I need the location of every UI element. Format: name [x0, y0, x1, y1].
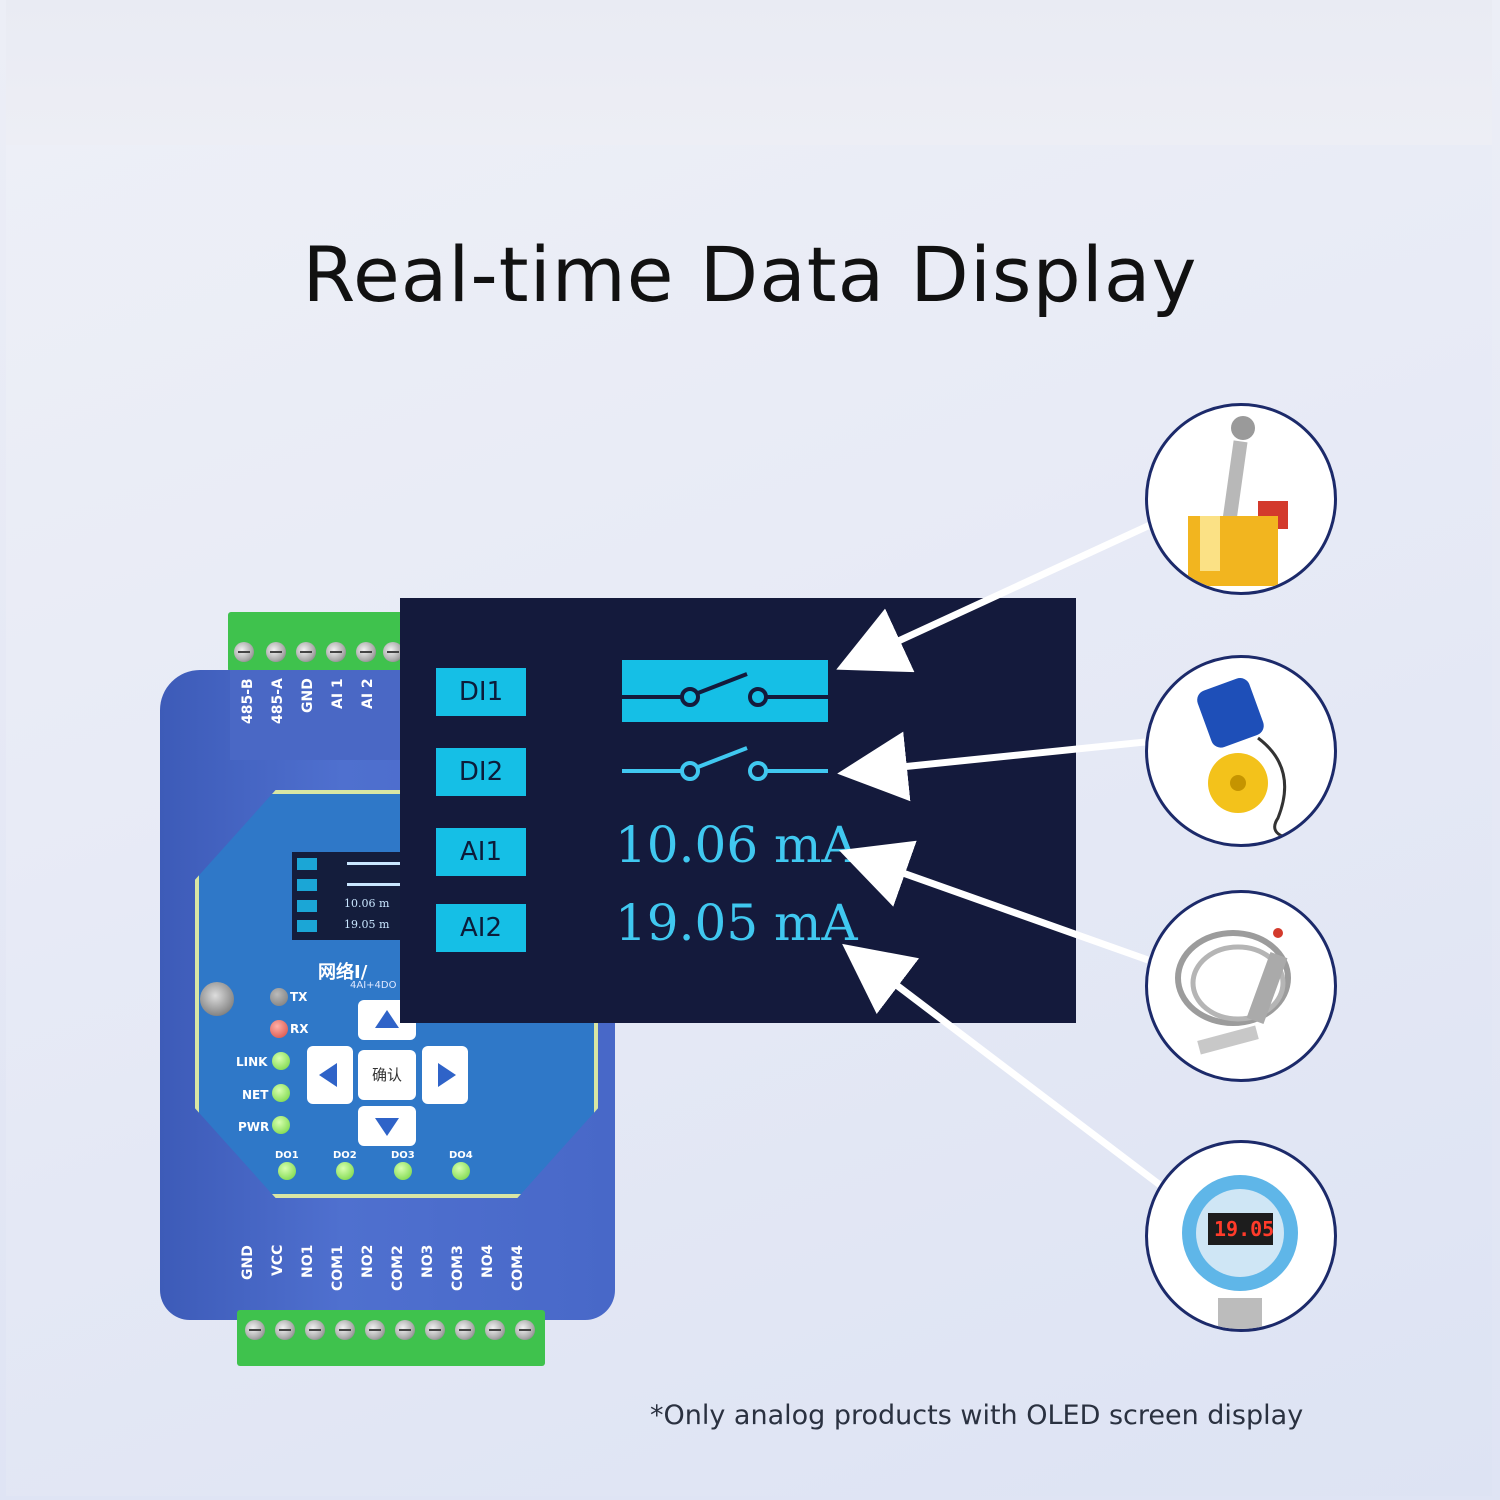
down-button[interactable]: [358, 1106, 416, 1146]
link-label: LINK: [236, 1055, 268, 1069]
thermocouple-sensor: [1145, 890, 1337, 1082]
arrow-thermocouple: [839, 840, 1150, 964]
mini-tag: [297, 920, 317, 932]
tag-ai1: AI1: [436, 828, 526, 876]
ai2-reading: 19.05 mA: [615, 894, 858, 952]
tag-di2: DI2: [436, 748, 526, 796]
switch-closed-icon: [622, 672, 828, 707]
screw-icon: [356, 642, 376, 662]
screw-icon: [245, 1320, 265, 1340]
float-switch-icon: [1197, 678, 1289, 840]
di1-highlight: [622, 660, 828, 722]
screw-icon: [365, 1320, 385, 1340]
pwr-label: PWR: [238, 1120, 270, 1134]
footnote: *Only analog products with OLED screen d…: [650, 1400, 1304, 1431]
screw-icon: [296, 642, 316, 662]
top-terminal-block: [228, 612, 406, 672]
mini-switch-icon: [347, 862, 402, 865]
arrow-float-switch: [837, 731, 1146, 802]
mini-ai2-value: 19.05 m: [344, 918, 390, 931]
oled-display-zoom: DI1 DI2 AI1 10.06 mA AI2 19.05 mA: [400, 598, 1076, 1023]
mount-screw-icon: [200, 982, 234, 1016]
confirm-button[interactable]: 确认: [358, 1050, 416, 1100]
brand-label: 网络I/: [318, 962, 368, 983]
mini-tag: [297, 879, 317, 891]
do1-label: DO1: [275, 1150, 299, 1161]
arrow-limit-switch: [836, 521, 1152, 673]
right-arrow-icon: [438, 1063, 456, 1087]
arrow-pressure-transmitter: [842, 943, 1163, 1188]
pwr-led: [272, 1116, 290, 1134]
page-title: Real-time Data Display: [302, 230, 1198, 319]
screw-icon: [485, 1320, 505, 1340]
do2-label: DO2: [333, 1150, 357, 1161]
screw-icon: [395, 1320, 415, 1340]
screw-icon: [326, 642, 346, 662]
tx-led: [270, 988, 288, 1006]
mini-tag: [297, 858, 317, 870]
down-arrow-icon: [375, 1118, 399, 1136]
screw-icon: [425, 1320, 445, 1340]
float-switch-sensor: [1145, 655, 1337, 847]
mini-oled-screen: 10.06 m 19.05 m: [292, 852, 407, 940]
mini-ai1-value: 10.06 m: [344, 897, 390, 910]
bottom-terminal-block: [237, 1310, 545, 1366]
net-led: [272, 1084, 290, 1102]
screw-icon: [234, 642, 254, 662]
left-arrow-icon: [319, 1063, 337, 1087]
switch-open-icon: [622, 746, 828, 781]
mini-switch-icon: [347, 883, 402, 886]
do4-label: DO4: [449, 1150, 473, 1161]
top-band: [6, 0, 1492, 145]
up-arrow-icon: [375, 1010, 399, 1028]
do3-led: [394, 1162, 412, 1180]
thermocouple-icon: [1175, 928, 1291, 1055]
screw-icon: [335, 1320, 355, 1340]
tx-label: TX: [290, 990, 308, 1004]
limit-switch-sensor: [1145, 403, 1337, 595]
net-label: NET: [242, 1088, 269, 1102]
screw-icon: [383, 642, 403, 662]
mini-tag: [297, 900, 317, 912]
brand-sublabel: 4AI+4DO: [350, 980, 397, 991]
rx-led: [270, 1020, 288, 1038]
left-button[interactable]: [307, 1046, 353, 1104]
tag-ai2: AI2: [436, 904, 526, 952]
link-led: [272, 1052, 290, 1070]
meter-readout: 19.05: [1214, 1217, 1275, 1241]
tag-di1: DI1: [436, 668, 526, 716]
pressure-transmitter-icon: [1182, 1175, 1298, 1329]
right-button[interactable]: [422, 1046, 468, 1104]
screw-icon: [515, 1320, 535, 1340]
screw-icon: [455, 1320, 475, 1340]
do4-led: [452, 1162, 470, 1180]
screw-icon: [305, 1320, 325, 1340]
pressure-transmitter-sensor: 19.05: [1145, 1140, 1337, 1332]
rx-label: RX: [290, 1022, 309, 1036]
ai1-reading: 10.06 mA: [615, 816, 858, 874]
do3-label: DO3: [391, 1150, 415, 1161]
do2-led: [336, 1162, 354, 1180]
limit-switch-icon: [1188, 416, 1288, 586]
screw-icon: [275, 1320, 295, 1340]
screw-icon: [266, 642, 286, 662]
do1-led: [278, 1162, 296, 1180]
